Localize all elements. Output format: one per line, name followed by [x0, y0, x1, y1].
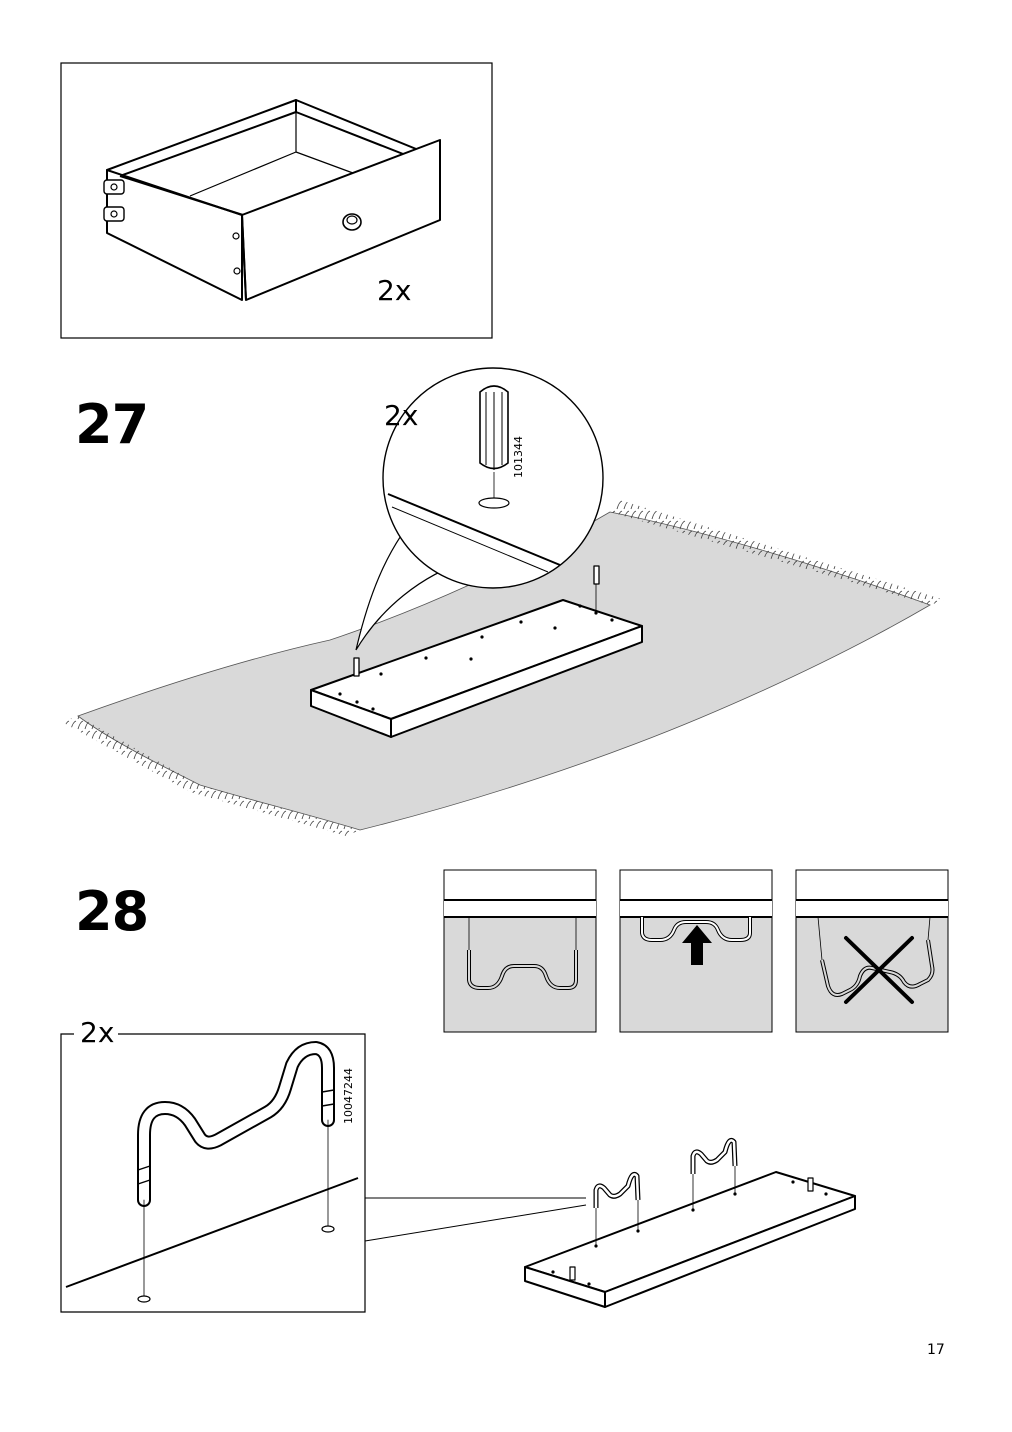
zoom-callout — [355, 367, 604, 651]
dowel-detail — [478, 385, 510, 509]
drawer-illustration — [103, 99, 441, 301]
panel-push-up — [619, 869, 773, 1033]
shelf-board — [310, 565, 643, 738]
step-28-number: 28 — [75, 880, 149, 943]
step-28-board — [524, 1137, 856, 1308]
step-28-part-number: 10047244 — [342, 1068, 355, 1124]
page-number: 17 — [927, 1342, 945, 1358]
up-arrow-icon — [682, 925, 712, 965]
wire-bracket-detail — [60, 1033, 587, 1313]
step-27-illustration — [62, 367, 945, 836]
step-27-part-number: 101344 — [512, 436, 525, 478]
panel-wrong-crossed — [795, 869, 949, 1033]
panel-correct-hanging — [443, 869, 597, 1033]
step-28-quantity: 2x — [80, 1016, 115, 1049]
step-27-number: 27 — [75, 393, 149, 456]
cross-icon — [844, 936, 914, 1004]
step-27-quantity: 2x — [384, 399, 419, 432]
step-28-orientation-panels — [443, 869, 949, 1033]
wire-bracket — [137, 1041, 335, 1303]
drawer-panel — [60, 62, 493, 339]
drawer-quantity: 2x — [377, 274, 412, 307]
